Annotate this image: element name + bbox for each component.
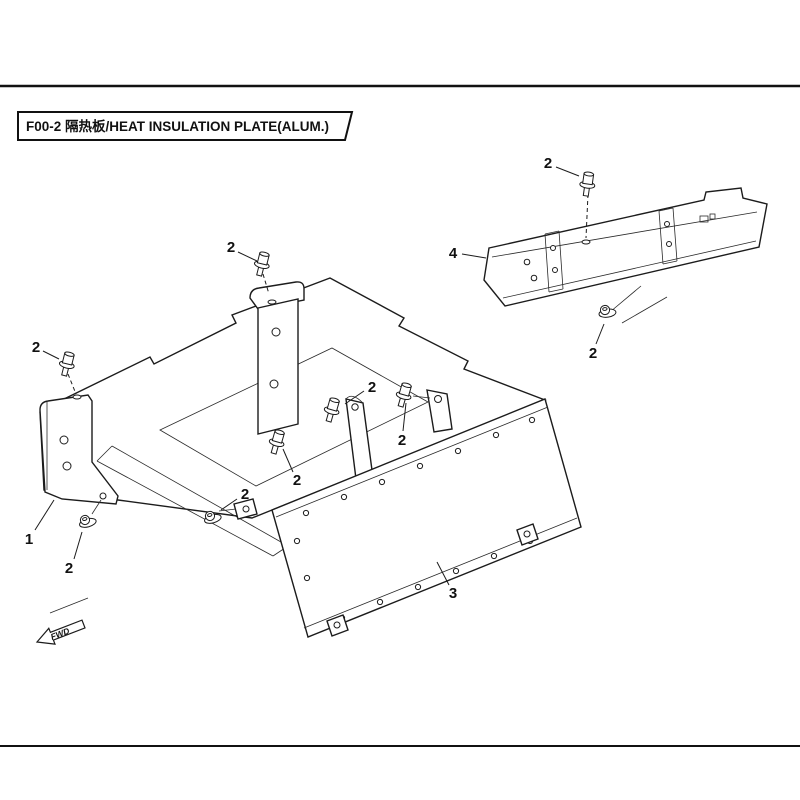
fwd-arrow-icon <box>35 619 86 645</box>
top-bracket <box>249 281 305 435</box>
callout-2-top-bolt: 2 <box>227 239 235 256</box>
plate-bracket-strip <box>658 207 678 265</box>
plate-hole <box>530 274 538 282</box>
main-assembly <box>39 277 547 557</box>
callout-2-strap-bolt: 2 <box>368 379 376 396</box>
edge-clip <box>516 523 539 546</box>
rivet-marks <box>699 213 716 223</box>
title-box: F00-2 隔热板/HEAT INSULATION PLATE(ALUM.) <box>17 111 354 141</box>
edge-clip <box>326 614 349 637</box>
fwd-indicator: FWD <box>35 597 89 645</box>
callout-2-center-bolt: 2 <box>293 472 301 489</box>
fasteners <box>56 170 617 530</box>
flange-bolt <box>577 170 598 198</box>
page-title: F00-2 隔热板/HEAT INSULATION PLATE(ALUM.) <box>26 118 329 134</box>
screw-link-line <box>91 499 102 515</box>
callout-4-upper-plate: 4 <box>449 245 458 262</box>
bolt-axis-line <box>585 193 589 239</box>
flange-bolt <box>251 250 273 278</box>
washer-screw <box>597 303 617 319</box>
plate-hole <box>523 258 531 266</box>
fwd-label: FWD <box>49 626 71 642</box>
bolt-axis-line <box>262 273 270 295</box>
callout-2-right-strap: 2 <box>398 432 406 449</box>
screw-link-line <box>218 508 237 512</box>
bolt-axis-line <box>67 373 77 395</box>
plate-bracket-strip <box>544 230 564 293</box>
callout-2-upper-screw: 2 <box>589 345 597 362</box>
fwd-tick-line <box>49 597 89 614</box>
callout-2-center-screw: 2 <box>241 486 249 503</box>
leader-lines <box>34 166 605 586</box>
callout-2-left-screw: 2 <box>65 560 73 577</box>
small-mount-tab <box>233 498 258 520</box>
right-strap-bracket <box>412 389 453 433</box>
deck-rails <box>96 445 289 557</box>
part-3-main-plate <box>271 398 582 638</box>
washer-screw <box>77 512 98 530</box>
flange-bolt <box>56 350 78 378</box>
callout-1-left-bracket: 1 <box>25 531 33 548</box>
callout-2-upper-bolt: 2 <box>544 155 552 172</box>
part-4-upper-plate <box>483 187 768 324</box>
pointer-lines <box>609 285 668 324</box>
title-box-frame <box>17 111 354 141</box>
callout-labels: 2 2 1 2 2 2 2 2 3 4 2 2 <box>25 155 597 602</box>
callout-2-left-bolt: 2 <box>32 339 40 356</box>
bolt-hole <box>581 239 591 245</box>
callout-3-main-plate: 3 <box>449 585 457 602</box>
part-1-left-bracket <box>39 394 119 505</box>
